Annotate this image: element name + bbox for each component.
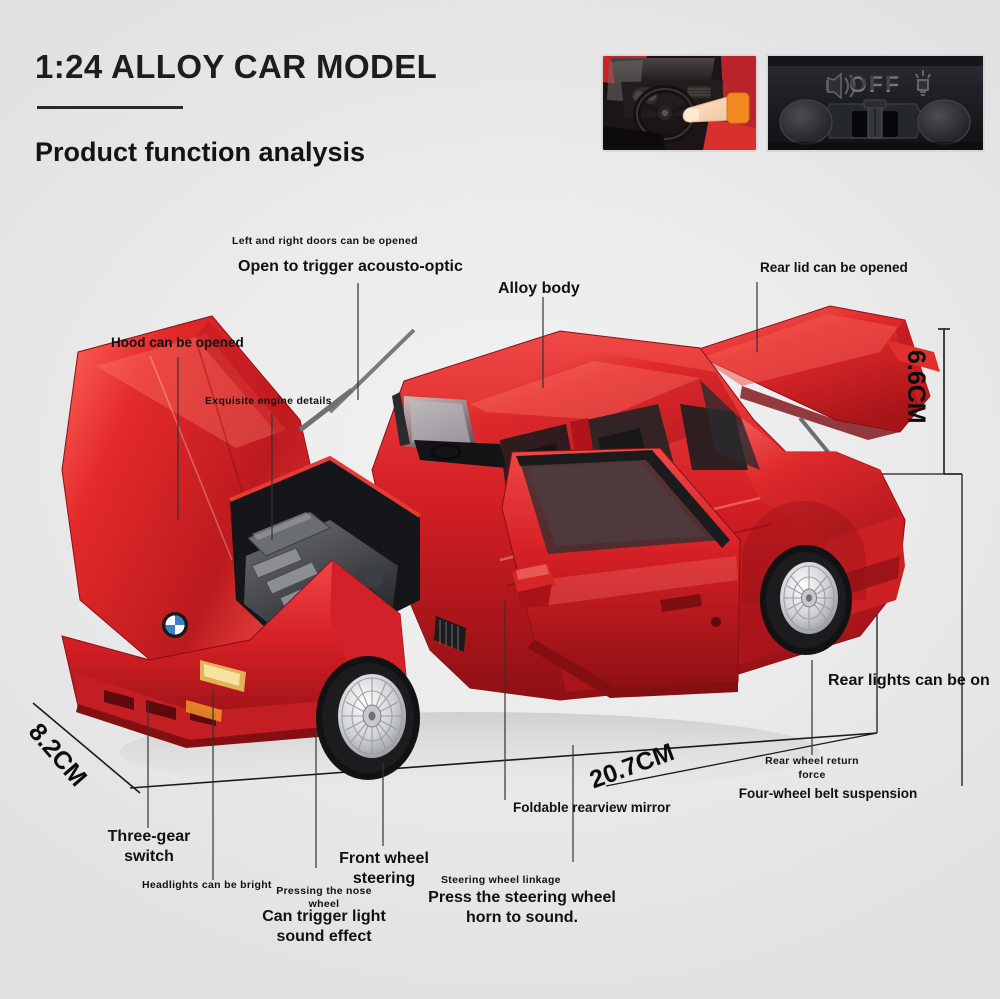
car-hood	[61, 315, 333, 661]
label-hood: Hood can be opened	[111, 335, 244, 350]
antenna-rod	[328, 328, 416, 414]
label-three-gear-2: switch	[124, 848, 174, 865]
label-pressing-nose-2: wheel	[308, 898, 340, 910]
label-acousto-optic: Open to trigger acousto-optic	[238, 258, 463, 275]
leader-lines	[147, 282, 813, 880]
front-wheel	[316, 656, 420, 780]
switch-off-text: OFF	[849, 71, 901, 97]
dimension-height-bracket	[938, 328, 962, 475]
label-doors: Left and right doors can be opened	[232, 235, 418, 247]
label-rear-wheel-force: force	[798, 769, 826, 781]
car-body	[371, 330, 906, 701]
dimension-height-label: 6.6CM	[902, 350, 930, 424]
engine-bay	[229, 455, 422, 660]
label-light-sound-1: Can trigger light	[262, 908, 386, 925]
dimension-width-label: 8.2CM	[22, 718, 93, 792]
dimension-rear-box	[605, 473, 963, 787]
car-front-end	[61, 559, 466, 748]
label-engine-details: Exquisite engine details	[205, 395, 332, 407]
svg-text:OFF: OFF	[849, 69, 901, 95]
label-front-wheel-2: steering	[352, 870, 416, 887]
label-three-gear-1: Three-gear	[107, 828, 191, 845]
three-gear-switch-photo[interactable]: OFF OFF	[766, 54, 985, 152]
rear-wheel	[760, 545, 852, 655]
label-suspension: Four-wheel belt suspension	[738, 786, 918, 801]
label-rear-lid: Rear lid can be opened	[760, 260, 908, 275]
bmw-roundel-badge	[162, 612, 188, 638]
page-subtitle: Product function analysis	[35, 137, 366, 167]
car-open-door	[501, 447, 741, 698]
page-title: 1:24 ALLOY CAR MODEL	[35, 48, 438, 85]
label-front-wheel-1: Front wheel	[339, 850, 429, 867]
dimension-length-label: 20.7CM	[586, 738, 678, 795]
label-rear-lights: Rear lights can be on	[828, 672, 990, 689]
label-headlights: Headlights can be bright	[142, 879, 272, 891]
label-alloy-body: Alloy body	[498, 280, 580, 297]
label-rear-wheel-return: Rear wheel return	[765, 755, 859, 767]
label-steering-linkage: Steering wheel linkage	[441, 874, 561, 886]
car-cabin	[392, 380, 760, 530]
rearview-mirror	[512, 564, 556, 608]
label-mirror: Foldable rearview mirror	[513, 800, 671, 815]
title-underline	[37, 106, 183, 109]
label-pressing-nose-1: Pressing the nose	[276, 885, 372, 897]
label-horn-1: Press the steering wheel	[428, 889, 616, 906]
label-horn-2: horn to sound.	[466, 909, 578, 926]
label-light-sound-2: sound effect	[276, 928, 372, 945]
steering-wheel-press-photo[interactable]	[601, 54, 758, 152]
